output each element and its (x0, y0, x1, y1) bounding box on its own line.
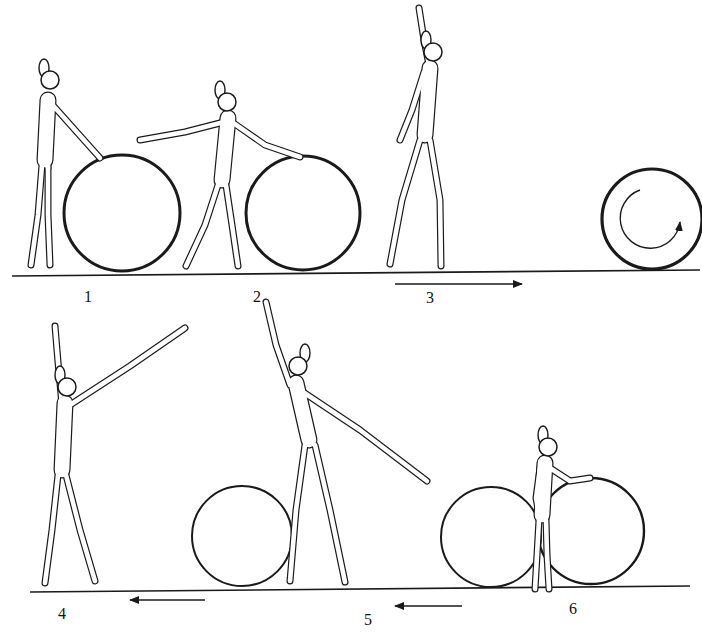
callout-number: 4 (58, 606, 66, 622)
callout-number: 1 (84, 289, 92, 305)
callout-number: 2 (253, 289, 261, 305)
callout-number: 6 (569, 601, 577, 617)
callout-number: 5 (364, 612, 372, 628)
callout-number: 3 (426, 290, 434, 306)
